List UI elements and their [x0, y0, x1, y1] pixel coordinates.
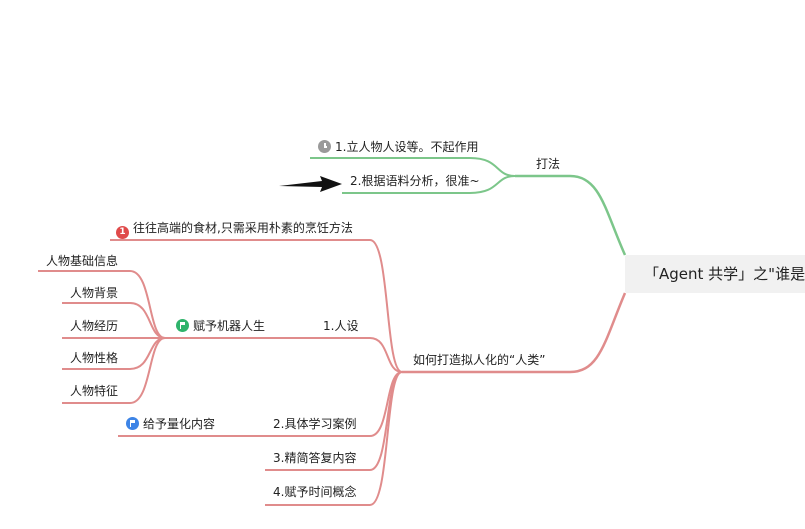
node-item-2[interactable]: 人物背景	[70, 286, 119, 300]
connector-fuyu-item2	[62, 302, 166, 339]
connector-renlei-renshe	[160, 337, 403, 373]
root-node-label: 「Agent 共学」之"谁是	[644, 265, 805, 283]
node-renlei[interactable]: 如何打造拟人化的“人类”	[413, 353, 546, 367]
node-dafa-c1[interactable]: 1.立人物人设等。不起作用	[318, 139, 478, 155]
connector-renlei-tip	[110, 239, 403, 373]
node-tip-label: 往往高端的食材,只需采用朴素的烹饪方法	[133, 221, 353, 235]
root-node-box[interactable]	[625, 255, 805, 293]
connector-root-dafa	[515, 174, 627, 256]
connector-fuyu-item5	[62, 337, 166, 404]
node-jingjian[interactable]: 3.精简答复内容	[273, 451, 357, 465]
node-shijian[interactable]: 4.赋予时间概念	[273, 485, 357, 499]
node-fuyu-label: 赋予机器人生	[193, 319, 266, 333]
node-renshe[interactable]: 1.人设	[323, 319, 359, 333]
connector-root-renlei	[402, 292, 627, 374]
green-flag-icon	[176, 319, 189, 332]
connector-dafa-c1	[310, 157, 516, 177]
node-tip[interactable]: 1 往往高端的食材,只需采用朴素的烹饪方法	[116, 220, 353, 239]
priority-1-icon: 1	[116, 226, 129, 239]
blue-flag-icon	[126, 417, 139, 430]
connector-fuyu-item1	[38, 270, 166, 339]
node-xuexi-child[interactable]: 给予量化内容	[126, 416, 215, 432]
node-dafa[interactable]: 打法	[536, 157, 561, 171]
node-item-4[interactable]: 人物性格	[70, 351, 119, 365]
node-item-1[interactable]: 人物基础信息	[46, 254, 119, 268]
node-xuexi[interactable]: 2.具体学习案例	[273, 417, 357, 431]
node-xuexi-child-label: 给予量化内容	[143, 417, 216, 431]
node-fuyu[interactable]: 赋予机器人生	[176, 318, 265, 334]
connector-renlei-shijian	[265, 371, 403, 506]
connector-dafa-c2	[342, 175, 516, 194]
node-item-3[interactable]: 人物经历	[70, 319, 119, 333]
node-dafa-c1-label: 1.立人物人设等。不起作用	[335, 140, 479, 154]
node-item-5[interactable]: 人物特征	[70, 384, 119, 398]
clock-icon	[318, 140, 331, 153]
node-dafa-c2[interactable]: 2.根据语料分析，很准~	[350, 174, 480, 188]
arrow-pointer	[279, 176, 342, 192]
